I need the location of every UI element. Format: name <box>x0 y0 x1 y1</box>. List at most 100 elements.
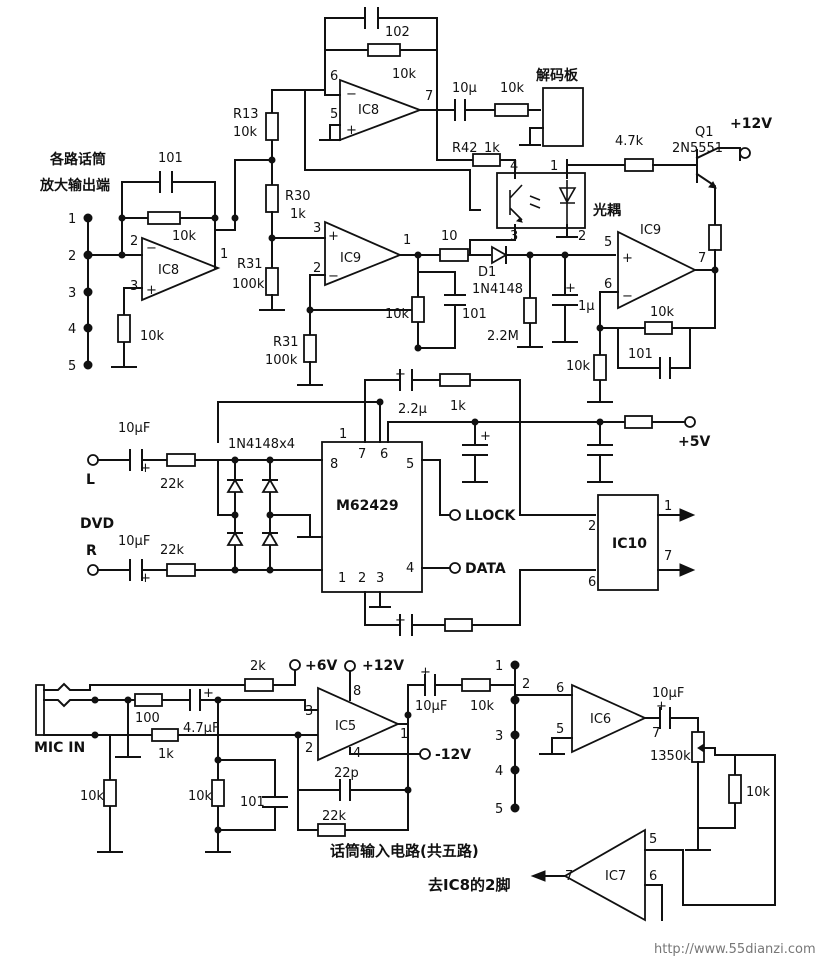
pin-label: 1 <box>220 247 228 262</box>
resistor <box>439 248 469 262</box>
data-label: DATA <box>465 561 506 577</box>
r100-label: 100 <box>135 711 160 726</box>
r13-label: R13 <box>233 107 259 122</box>
ic9-mid-opamp: IC9 3 2 1 + − <box>313 220 411 287</box>
pin-label: − <box>146 241 157 256</box>
pin-label: 1 <box>664 499 672 514</box>
llock-label: LLOCK <box>465 508 517 524</box>
c22p-label: 22p <box>334 766 359 781</box>
r47k-label: 4.7k <box>615 134 644 149</box>
pin-label: 2 <box>578 229 586 244</box>
v6-label: +6V <box>305 658 337 674</box>
pin-label: 3 <box>313 221 321 236</box>
resistor <box>439 373 471 387</box>
r10-label: 10 <box>441 229 458 244</box>
pin-label: 3 <box>305 704 313 719</box>
diodes-label: 1N4148x4 <box>228 437 295 452</box>
cap-101-ic9-label: 101 <box>462 307 487 322</box>
pin-label: 6 <box>604 277 612 292</box>
watermark: http://www.55dianzi.com <box>654 942 816 957</box>
pin-label: 1 <box>68 212 76 227</box>
pin-label: 2 <box>68 249 76 264</box>
r42-label: R42 <box>452 141 478 156</box>
plus: + <box>140 461 151 476</box>
resistor <box>644 321 673 335</box>
resistor <box>147 211 181 225</box>
v12-label: +12V <box>730 116 772 132</box>
dvd-label: DVD <box>80 516 114 532</box>
resistor <box>494 103 529 117</box>
pin-label: + <box>346 123 357 138</box>
l-label: L <box>86 472 95 488</box>
pin-label: 1 <box>338 571 346 586</box>
plus: + <box>565 281 576 296</box>
pin-label: 2 <box>305 741 313 756</box>
caption: 放大输出端 <box>39 177 110 194</box>
pin-label: 7 <box>698 251 706 266</box>
r10k-ic9-label: 10k <box>385 307 410 322</box>
resistor <box>624 158 654 172</box>
ic7-opamp: IC7 5 6 7 <box>563 828 657 922</box>
plus: + <box>480 429 491 444</box>
r30-value: 1k <box>290 207 306 222</box>
pin-label: 3 <box>495 729 503 744</box>
pin-label: 1 <box>495 659 503 674</box>
pin-label: 3 <box>130 279 138 294</box>
resistor <box>265 267 279 296</box>
plus: + <box>395 367 406 382</box>
r1k-top-label: 1k <box>450 399 466 414</box>
plus: + <box>420 665 431 680</box>
plus: + <box>140 571 151 586</box>
resistor <box>461 678 491 692</box>
r30-label: R30 <box>285 189 311 204</box>
ic6-opamp: IC6 6 5 7 <box>556 681 660 754</box>
r10k-mic2-label: 10k <box>188 789 213 804</box>
mic-circuit-caption: 话筒输入电路(共五路) <box>330 842 479 860</box>
r2k-label: 2k <box>250 659 266 674</box>
m62429-label: M62429 <box>336 498 399 514</box>
pin-label: 7 <box>565 869 573 884</box>
resistor <box>523 297 537 324</box>
r1k-mic-label: 1k <box>158 747 174 762</box>
pin-label: 5 <box>495 802 503 817</box>
r-label: R <box>86 543 97 559</box>
c101-mic-label: 101 <box>240 795 265 810</box>
resistor <box>117 314 131 343</box>
q1-label: Q1 <box>695 125 714 140</box>
plus: + <box>203 686 214 701</box>
resistor <box>151 728 179 742</box>
v12b-label: +12V <box>362 658 404 674</box>
pin-label: 7 <box>425 89 433 104</box>
r22m-label: 2.2M <box>487 329 519 344</box>
r10k-pot-label: 10k <box>746 785 771 800</box>
pin-label: 3 <box>376 571 384 586</box>
r13-value: 10k <box>233 125 258 140</box>
pin-label: 7 <box>652 726 660 741</box>
pin-label: 2 <box>588 519 596 534</box>
r31a-value: 100k <box>232 277 265 292</box>
decoder-board <box>542 87 584 147</box>
resistor <box>244 678 274 692</box>
ic10-label: IC10 <box>612 536 647 552</box>
vm12-label: -12V <box>435 747 471 763</box>
mic-in-label: MIC IN <box>34 740 85 756</box>
d1-label: D1 <box>478 265 496 280</box>
v5-label: +5V <box>678 434 710 450</box>
r10k-left-label: 10k <box>172 229 197 244</box>
c22u-label: 2.2μ <box>398 402 427 417</box>
pin-label: − <box>622 289 633 304</box>
resistor <box>134 693 163 707</box>
d1-value: 1N4148 <box>472 282 523 297</box>
pin-label: 6 <box>649 869 657 884</box>
resistor <box>411 296 425 323</box>
pin-label: 1 <box>550 159 558 174</box>
plus: + <box>395 613 406 628</box>
pin-label: + <box>328 229 339 244</box>
resistor <box>166 563 196 577</box>
pot-label: 1350k <box>650 749 691 764</box>
r10k-fb-label: 10k <box>650 305 675 320</box>
ic9-right-label: IC9 <box>640 223 661 238</box>
pin-label: 6 <box>380 447 388 462</box>
decoder-label: 解码板 <box>536 67 579 84</box>
